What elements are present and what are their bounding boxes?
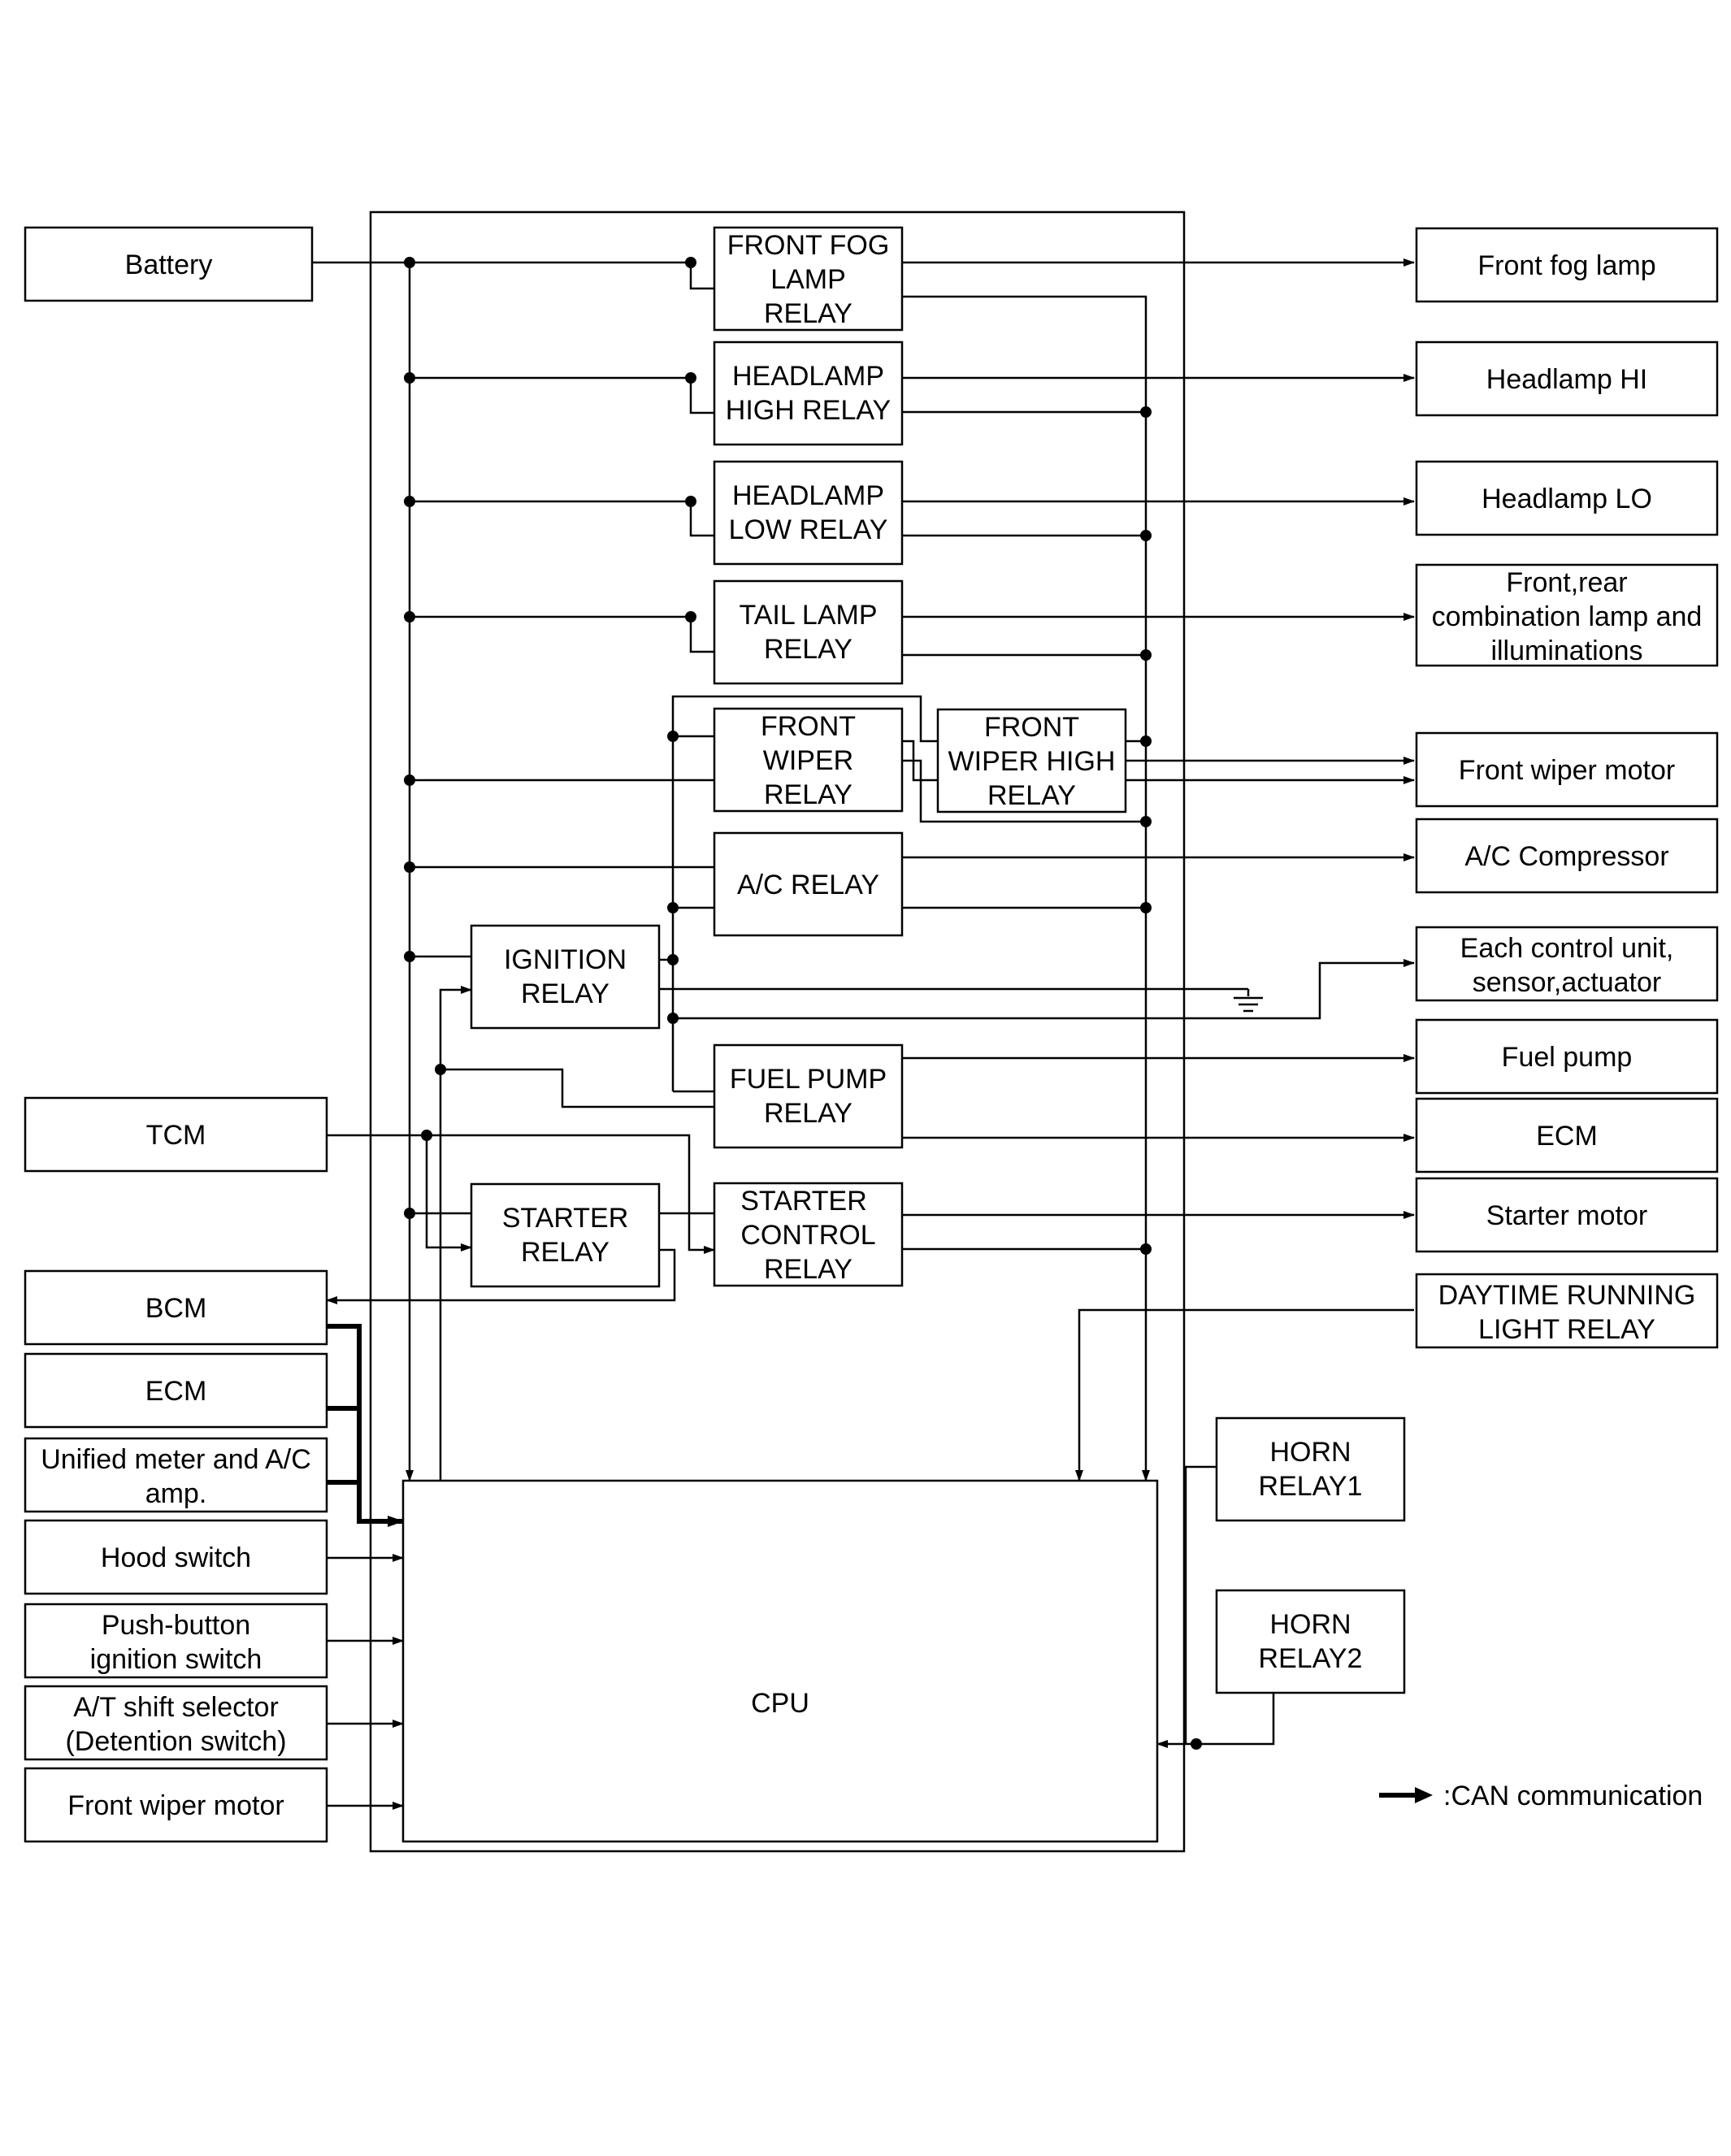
- tail-lamp-relay-line1: TAIL LAMP: [739, 600, 877, 631]
- front-wiper-high-relay: FRONT WIPER HIGH RELAY: [936, 708, 1127, 813]
- headlamp-hi-label: Headlamp HI: [1486, 364, 1647, 395]
- front-wiper-high-relay-line3: RELAY: [987, 780, 1076, 811]
- fuel-pump-label: Fuel pump: [1502, 1042, 1633, 1073]
- tcm-block: TCM: [24, 1096, 328, 1173]
- front-fog-relay-line2: LAMP: [770, 264, 846, 295]
- junction-dots: [404, 257, 1202, 1750]
- starter-motor-label: Starter motor: [1486, 1200, 1647, 1231]
- bcm-label: BCM: [145, 1293, 207, 1324]
- horn-relay2-line1: HORN: [1269, 1609, 1351, 1640]
- fuel-pump-relay: FUEL PUMP RELAY: [713, 1043, 904, 1149]
- ecm-left-label: ECM: [145, 1376, 207, 1407]
- headlamp-high-relay: HEADLAMP HIGH RELAY: [713, 341, 904, 446]
- front-wiper-motor-input-label: Front wiper motor: [67, 1790, 284, 1821]
- daytime-running-line1: DAYTIME RUNNING: [1438, 1280, 1696, 1311]
- front-wiper-relay-line2: WIPER: [763, 745, 853, 776]
- push-button-label-line1: Push-button: [102, 1610, 250, 1641]
- ignition-relay-line2: RELAY: [521, 978, 610, 1009]
- ac-compressor-label: A/C Compressor: [1464, 841, 1668, 872]
- cpu-label: CPU: [751, 1688, 809, 1719]
- front-fog-relay-line1: FRONT FOG: [727, 230, 890, 261]
- combination-lamp-block: Front,rear combination lamp and illumina…: [1415, 563, 1719, 667]
- battery-label: Battery: [125, 249, 213, 280]
- unified-meter-label-line1: Unified meter and A/C: [41, 1444, 311, 1475]
- front-wiper-motor-output-label: Front wiper motor: [1459, 755, 1675, 786]
- battery-block: Battery: [24, 226, 314, 302]
- front-wiper-motor-output-block: Front wiper motor: [1415, 731, 1719, 808]
- front-wiper-relay-line1: FRONT: [761, 711, 856, 742]
- headlamp-low-relay: HEADLAMP LOW RELAY: [713, 460, 904, 566]
- push-button-label-line2: ignition switch: [90, 1644, 262, 1675]
- front-wiper-motor-input-block: Front wiper motor: [24, 1767, 328, 1843]
- ignition-relay-line1: IGNITION: [504, 944, 627, 975]
- hood-switch-block: Hood switch: [24, 1519, 328, 1595]
- front-wiper-high-relay-line2: WIPER HIGH: [948, 746, 1116, 777]
- daytime-running-light-relay-block: DAYTIME RUNNING LIGHT RELAY: [1415, 1273, 1719, 1349]
- fuel-pump-block: Fuel pump: [1415, 1018, 1719, 1095]
- headlamp-high-relay-line2: HIGH RELAY: [726, 395, 891, 426]
- fuel-pump-relay-line2: RELAY: [764, 1098, 852, 1129]
- at-shift-label-line1: A/T shift selector: [73, 1692, 279, 1723]
- front-fog-lamp-block: Front fog lamp: [1415, 227, 1719, 303]
- ignition-relay: IGNITION RELAY: [470, 924, 661, 1030]
- horn-relay1-line2: RELAY1: [1259, 1471, 1363, 1502]
- ecm-right-label: ECM: [1536, 1121, 1598, 1152]
- horn-relay-2: HORN RELAY2: [1215, 1589, 1406, 1694]
- front-wiper-relay: FRONT WIPER RELAY: [713, 707, 904, 813]
- horn-relay2-line2: RELAY2: [1259, 1643, 1363, 1674]
- ac-relay-label: A/C RELAY: [737, 870, 879, 900]
- front-fog-lamp-label: Front fog lamp: [1477, 250, 1655, 281]
- ecm-right-block: ECM: [1415, 1097, 1719, 1173]
- headlamp-lo-label: Headlamp LO: [1482, 484, 1652, 514]
- starter-control-relay: STARTER CONTROL RELAY: [713, 1182, 904, 1287]
- cpu-block: CPU: [401, 1479, 1159, 1843]
- headlamp-hi-block: Headlamp HI: [1415, 341, 1719, 417]
- unified-meter-block: Unified meter and A/C amp.: [24, 1437, 328, 1513]
- headlamp-low-relay-line1: HEADLAMP: [732, 480, 884, 511]
- horn-relay1-line1: HORN: [1269, 1437, 1351, 1468]
- ac-relay: A/C RELAY: [713, 831, 904, 937]
- headlamp-low-relay-line2: LOW RELAY: [729, 514, 888, 545]
- front-fog-lamp-relay: FRONT FOG LAMP RELAY: [713, 226, 904, 332]
- combination-lamp-line2: combination lamp and: [1432, 601, 1703, 632]
- front-wiper-high-relay-line1: FRONT: [984, 712, 1079, 743]
- at-shift-block: A/T shift selector (Detention switch): [24, 1685, 328, 1761]
- starter-motor-block: Starter motor: [1415, 1177, 1719, 1253]
- starter-relay-line2: RELAY: [521, 1237, 610, 1268]
- starter-control-relay-line3: RELAY: [764, 1254, 852, 1285]
- starter-relay: STARTER RELAY: [470, 1182, 661, 1288]
- starter-relay-line1: STARTER: [502, 1203, 629, 1234]
- combination-lamp-line1: Front,rear: [1506, 567, 1627, 598]
- front-fog-relay-line3: RELAY: [764, 298, 852, 329]
- headlamp-high-relay-line1: HEADLAMP: [732, 361, 884, 392]
- push-button-block: Push-button ignition switch: [24, 1603, 328, 1679]
- starter-control-relay-line2: CONTROL: [740, 1220, 875, 1251]
- daytime-running-line2: LIGHT RELAY: [1478, 1314, 1655, 1345]
- combination-lamp-line3: illuminations: [1490, 636, 1642, 666]
- fuel-pump-relay-line1: FUEL PUMP: [730, 1064, 887, 1095]
- unified-meter-label-line2: amp.: [145, 1478, 207, 1509]
- ecm-left-block: ECM: [24, 1352, 328, 1429]
- bcm-block: BCM: [24, 1269, 328, 1346]
- each-control-unit-line1: Each control unit,: [1460, 933, 1674, 964]
- each-control-unit-line2: sensor,actuator: [1473, 967, 1661, 998]
- wiring: [312, 257, 1415, 1810]
- at-shift-label-line2: (Detention switch): [65, 1726, 286, 1757]
- starter-control-relay-line1: STARTER: [740, 1186, 867, 1217]
- legend: :CAN communication: [1379, 1781, 1703, 1811]
- tcm-label: TCM: [146, 1120, 206, 1151]
- headlamp-lo-block: Headlamp LO: [1415, 460, 1719, 536]
- ac-compressor-block: A/C Compressor: [1415, 818, 1719, 894]
- each-control-unit-block: Each control unit, sensor,actuator: [1415, 926, 1719, 1002]
- tail-lamp-relay-line2: RELAY: [764, 634, 852, 665]
- can-legend-label: :CAN communication: [1443, 1781, 1703, 1811]
- front-wiper-relay-line3: RELAY: [764, 779, 852, 810]
- horn-relay-1: HORN RELAY1: [1215, 1416, 1406, 1522]
- hood-switch-label: Hood switch: [101, 1542, 251, 1573]
- tail-lamp-relay: TAIL LAMP RELAY: [713, 579, 904, 685]
